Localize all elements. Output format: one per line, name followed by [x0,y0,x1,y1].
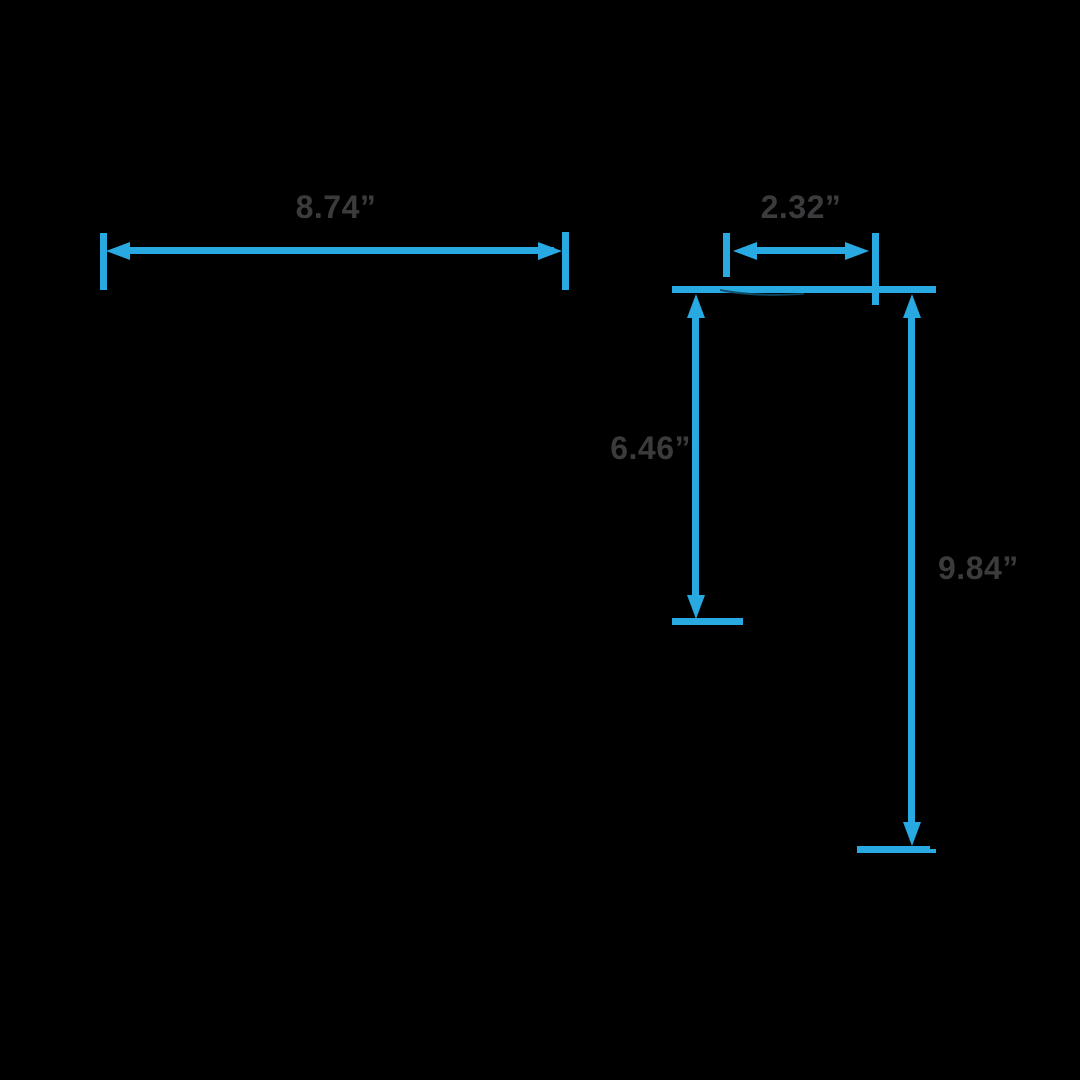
arrowhead-up-icon [687,294,705,318]
extension-tick-left [100,233,107,290]
arrowhead-left-icon [106,242,130,260]
extension-tick-bottom [672,618,743,625]
extension-tick-right [562,232,569,290]
arrowhead-up-icon [903,294,921,318]
dimension-line [692,312,699,600]
arrowhead-down-icon [903,822,921,846]
dimension-line [745,247,857,254]
dimension-label-inner-height: 6.46” [610,430,691,466]
extension-tick-bottom-notch [928,849,936,853]
extension-tick-left [723,233,730,277]
dimension-line [908,312,915,826]
extension-tick-bottom [857,846,930,853]
dimension-line [118,247,554,254]
product-edge-outline [720,289,804,296]
arrowhead-right-icon [538,242,562,260]
arrowhead-down-icon [687,595,705,619]
top-datum-line [672,286,936,293]
dimension-label-overall-height: 9.84” [938,550,1019,586]
extension-tick-right [872,233,879,305]
arrowhead-left-icon [733,242,757,260]
arrowhead-right-icon [845,242,869,260]
dimension-label-overall-width: 8.74” [295,189,377,225]
dimension-label-top-width: 2.32” [760,189,842,225]
